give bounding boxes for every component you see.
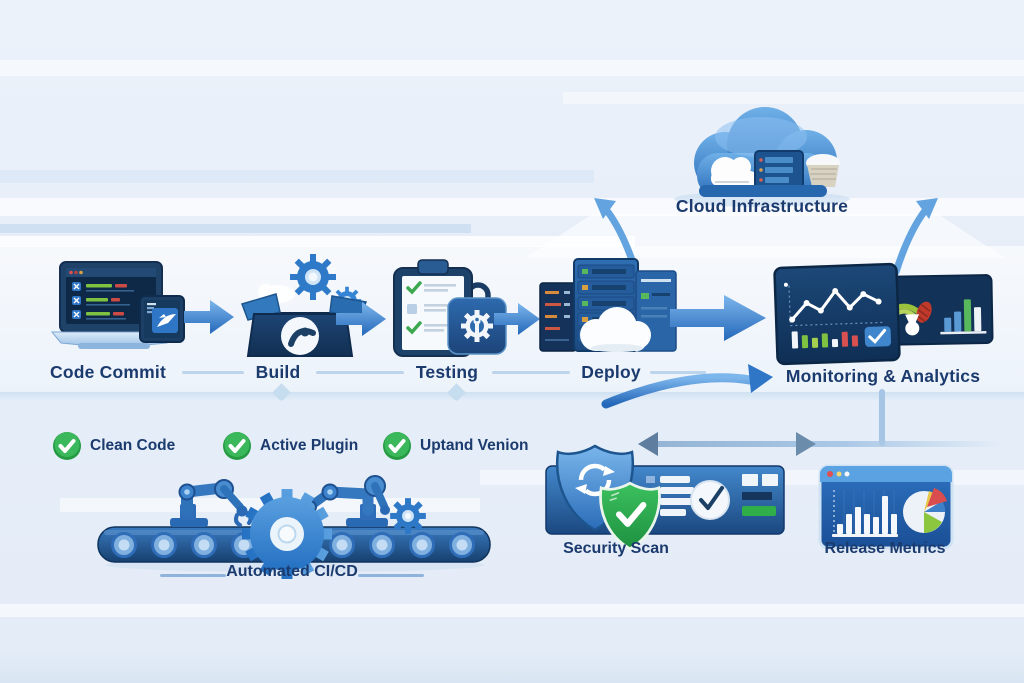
- stage-label-build: Build: [255, 362, 301, 382]
- stage-label-deploy: Deploy: [581, 362, 641, 382]
- gauge-bars-panel-icon: [870, 274, 994, 346]
- flow-arrow-icon: [184, 300, 234, 334]
- flow-arrow-icon: [336, 302, 386, 336]
- stage-label-testing: Testing: [415, 362, 479, 382]
- label-connector: [316, 371, 404, 374]
- ribbon-notch: [272, 383, 291, 402]
- arrow-left-icon: [638, 432, 658, 456]
- monitoring-connector-line: [879, 389, 885, 446]
- security-label: Security Scan: [563, 540, 669, 557]
- label-connector: [160, 574, 226, 577]
- feedback-connector-line: [655, 441, 1000, 447]
- check-circle-icon: [223, 432, 251, 460]
- cloud-servers-icon: [674, 107, 850, 207]
- check-circle-icon: [53, 432, 81, 460]
- background-band: [0, 60, 1024, 76]
- line-bar-panel-icon: [773, 262, 901, 366]
- check-label-updated-version: Uptand Venion: [420, 437, 529, 454]
- check-circle-icon: [383, 432, 411, 460]
- background-band: [0, 170, 594, 183]
- background-band: [0, 198, 1024, 216]
- flow-arrow-icon: [494, 303, 540, 335]
- up-arrow-icon: [892, 198, 938, 276]
- label-connector: [182, 371, 244, 374]
- arrow-right-icon: [796, 432, 816, 456]
- label-connector: [492, 371, 570, 374]
- cloud-label: Cloud Infrastructure: [675, 196, 849, 216]
- label-connector: [358, 574, 424, 577]
- background-band: [0, 648, 1024, 683]
- ribbon-edge: [0, 392, 1024, 400]
- clipboard-checklist-icon: [393, 259, 507, 357]
- background-band: [0, 236, 635, 247]
- server-rack-cloud-icon: [539, 258, 677, 352]
- check-label-active-plugin: Active Plugin: [260, 437, 359, 454]
- check-label-clean-code: Clean Code: [90, 437, 176, 454]
- ribbon-notch: [447, 383, 466, 402]
- stage-label-code-commit: Code Commit: [50, 362, 166, 382]
- laptop-code-icon: [50, 261, 185, 349]
- conveyor-robots-gear-icon: [97, 475, 491, 579]
- metrics-label: Release Metrics: [824, 540, 946, 557]
- label-connector: [650, 371, 706, 374]
- stage-label-monitoring: Monitoring & Analytics: [785, 366, 981, 386]
- automation-label: Automated CI/CD: [226, 563, 358, 580]
- shield-scan-panel-icon: [545, 444, 785, 551]
- flow-arrow-big-icon: [670, 295, 766, 341]
- build-box-gears-icon: [241, 254, 368, 357]
- curved-flow-arrow-icon: [601, 364, 773, 409]
- background-band: [0, 604, 1024, 617]
- metrics-window-icon: [818, 464, 954, 550]
- background-band: [0, 224, 472, 233]
